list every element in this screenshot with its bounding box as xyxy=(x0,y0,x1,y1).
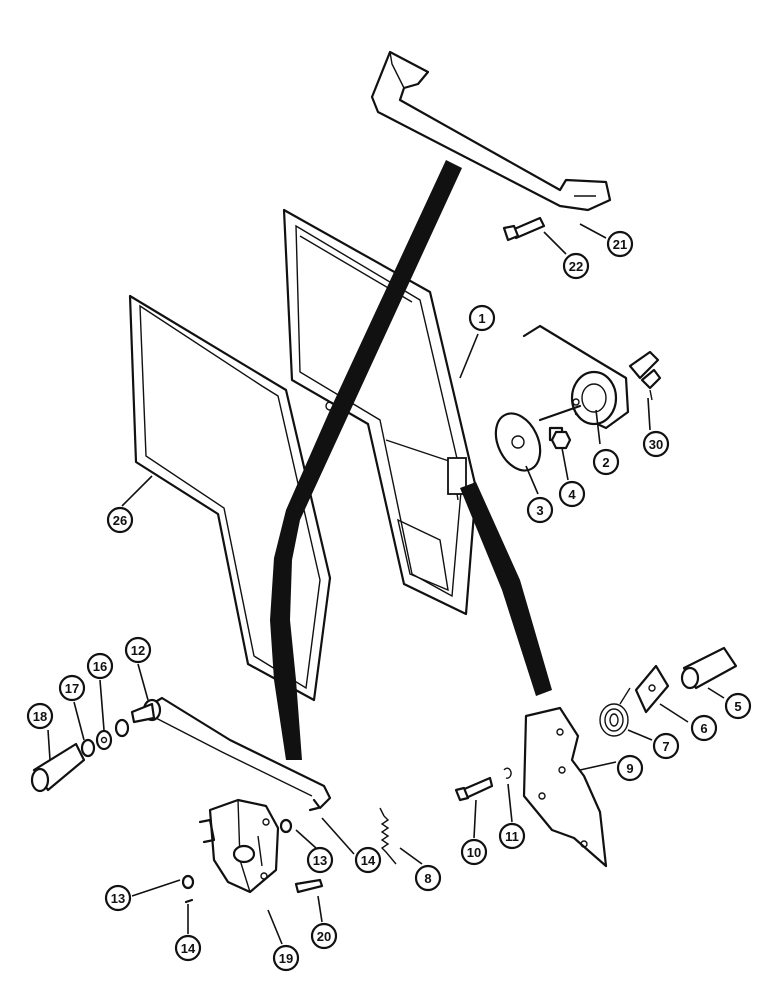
spring-plate xyxy=(634,664,670,714)
callout-label: 2 xyxy=(602,455,609,470)
bolt-22 xyxy=(502,216,546,242)
leader-lines xyxy=(47,223,725,945)
callout-label: 18 xyxy=(33,709,47,724)
callout-label: 13 xyxy=(111,891,125,906)
callout-label: 8 xyxy=(424,871,431,886)
callout-label: 19 xyxy=(279,951,293,966)
callout-label: 7 xyxy=(662,739,669,754)
lock-cylinder xyxy=(522,324,630,442)
callout-14a: 14 xyxy=(354,846,382,874)
callout-label: 12 xyxy=(131,643,145,658)
callout-label: 6 xyxy=(700,721,707,736)
callout-22: 22 xyxy=(562,252,590,280)
callout-14b: 14 xyxy=(174,934,202,962)
callout-label: 14 xyxy=(181,941,196,956)
callout-2: 2 xyxy=(592,448,620,476)
callout-4: 4 xyxy=(558,480,586,508)
nut xyxy=(550,430,572,450)
callout-label: 21 xyxy=(613,237,627,252)
washers-16-17 xyxy=(80,718,130,758)
callout-label: 20 xyxy=(317,929,331,944)
callout-7: 7 xyxy=(652,732,680,760)
callout-21: 21 xyxy=(606,230,634,258)
knob xyxy=(30,742,86,793)
callout-label: 14 xyxy=(361,853,376,868)
callout-label: 1 xyxy=(478,311,485,326)
callout-11: 11 xyxy=(498,822,526,850)
callout-label: 26 xyxy=(113,513,127,528)
callout-label: 16 xyxy=(93,659,107,674)
callout-label: 17 xyxy=(65,681,79,696)
callouts: 1 2 3 4 5 6 7 8 9 10 11 12 13 13 14 14 1… xyxy=(26,230,752,972)
callout-label: 9 xyxy=(626,761,633,776)
callout-label: 11 xyxy=(505,829,519,844)
door-frame xyxy=(282,208,478,616)
lock-washer-11 xyxy=(503,767,512,779)
latch-rod xyxy=(130,696,332,810)
callout-label: 4 xyxy=(568,487,576,502)
door-latch xyxy=(198,798,280,894)
spacer-tube xyxy=(680,646,738,690)
callout-label: 3 xyxy=(536,503,543,518)
callout-8: 8 xyxy=(414,864,442,892)
callout-13b: 13 xyxy=(104,884,132,912)
callout-label: 13 xyxy=(313,853,327,868)
torsion-spring xyxy=(599,687,631,737)
door-handle xyxy=(370,50,612,212)
callout-5: 5 xyxy=(724,692,752,720)
callout-label: 5 xyxy=(734,699,741,714)
callout-16: 16 xyxy=(86,652,114,680)
callout-12: 12 xyxy=(124,636,152,664)
callout-10: 10 xyxy=(460,838,488,866)
callout-3: 3 xyxy=(526,496,554,524)
callout-1: 1 xyxy=(468,304,496,332)
callout-17: 17 xyxy=(58,674,86,702)
door-seal xyxy=(128,294,332,702)
callout-26: 26 xyxy=(106,506,134,534)
callout-label: 10 xyxy=(467,845,481,860)
callout-label: 30 xyxy=(649,437,663,452)
callout-6: 6 xyxy=(690,714,718,742)
keys xyxy=(628,350,662,401)
latch-bracket xyxy=(522,706,608,868)
callout-label: 22 xyxy=(569,259,583,274)
callout-19: 19 xyxy=(272,944,300,972)
callout-9: 9 xyxy=(616,754,644,782)
bolt-10 xyxy=(454,776,494,802)
extension-spring xyxy=(379,807,397,865)
callout-20: 20 xyxy=(310,922,338,950)
callout-30: 30 xyxy=(642,430,670,458)
callout-18: 18 xyxy=(26,702,54,730)
small-hardware xyxy=(181,806,324,904)
callout-13a: 13 xyxy=(306,846,334,874)
lock-plate xyxy=(494,412,542,472)
reference-bands xyxy=(270,160,552,760)
